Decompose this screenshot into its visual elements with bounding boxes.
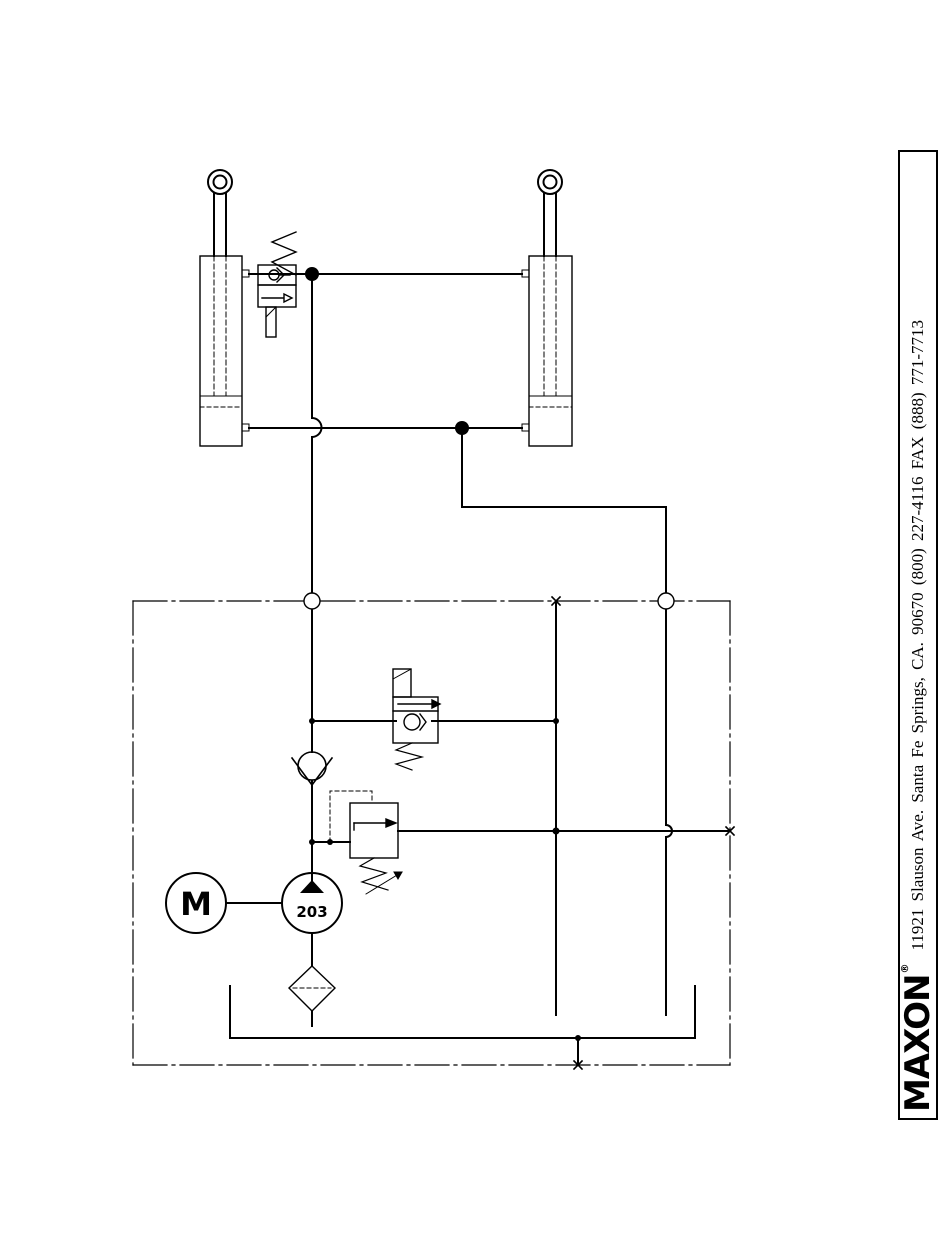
filter: [289, 966, 335, 1011]
return-lines: [398, 601, 730, 1015]
check-valve: [292, 752, 332, 785]
company-address: 11921 Slauson Ave. Santa Fe Springs, CA.…: [908, 320, 928, 951]
motor-label: M: [180, 885, 212, 923]
company-footer: MAXON® 11921 Slauson Ave. Santa Fe Sprin…: [898, 150, 938, 1120]
brand-logo: MAXON®: [901, 964, 935, 1112]
lowering-valve: [393, 669, 440, 770]
pressure-line: [312, 609, 396, 880]
junction-dots: [305, 267, 581, 1041]
cylinder-lock-valve: [258, 232, 296, 337]
cylinder-lines: [249, 274, 666, 601]
registered-mark: ®: [900, 964, 911, 973]
pump-arrow: [300, 880, 324, 893]
plug-marks: [552, 597, 734, 1069]
power-unit-boundary: [133, 601, 730, 1065]
motor-pump-link: [226, 903, 312, 1026]
company-footer-box: MAXON® 11921 Slauson Ave. Santa Fe Sprin…: [898, 150, 938, 1120]
left-cylinder: [200, 170, 249, 446]
pump-label: 203: [296, 903, 327, 921]
brand-name: MAXON: [898, 974, 938, 1112]
right-cylinder: [522, 170, 572, 446]
